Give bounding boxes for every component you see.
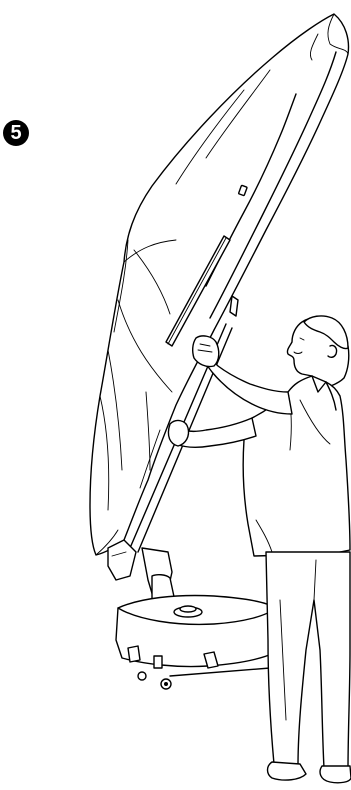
step-number-badge: 5 xyxy=(3,120,29,146)
umbrella-base xyxy=(108,540,276,689)
person-figure xyxy=(168,316,351,783)
